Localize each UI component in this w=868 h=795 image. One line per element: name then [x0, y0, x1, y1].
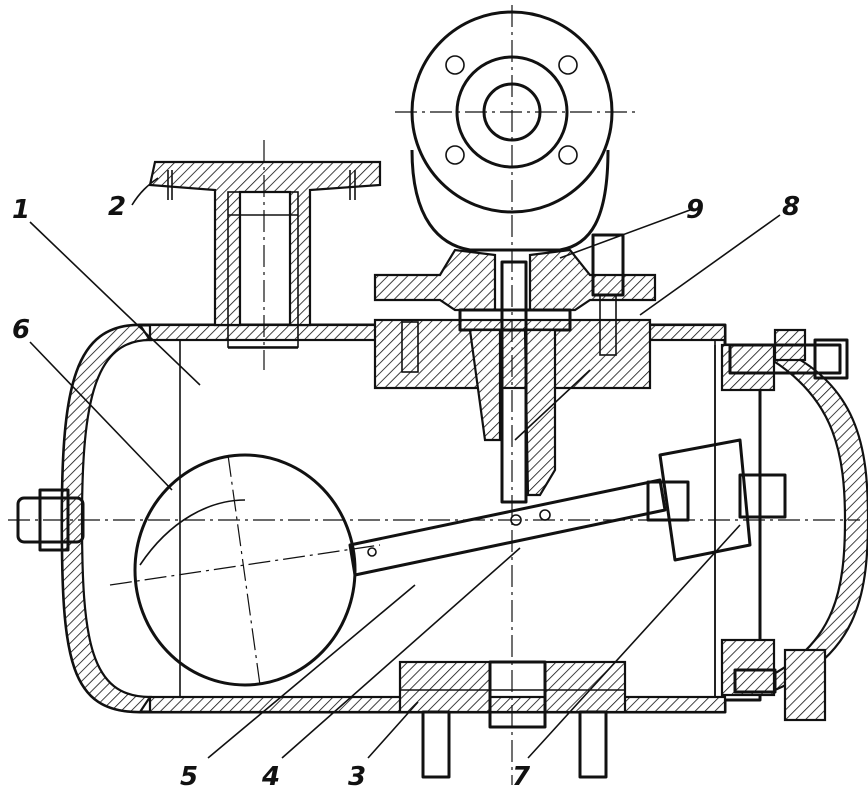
callout-labels: 1 2 3 4 5 6 7 8 9 — [12, 192, 800, 792]
leader-lines — [29, 177, 781, 759]
callout-1: 1 — [12, 195, 30, 225]
callout-4: 4 — [261, 762, 280, 792]
callout-8: 8 — [782, 192, 800, 222]
right-end-cover — [720, 328, 868, 722]
callout-2: 2 — [108, 192, 126, 222]
bottom-outlet — [398, 660, 627, 779]
callout-3: 3 — [348, 762, 366, 792]
valve-housing — [373, 10, 657, 504]
callout-7: 7 — [512, 762, 531, 792]
float-assembly — [133, 438, 787, 687]
callout-6: 6 — [12, 315, 30, 345]
inlet-nozzle — [148, 160, 382, 349]
centre-lines — [8, 5, 860, 785]
callout-9: 9 — [686, 195, 704, 225]
callout-5: 5 — [180, 762, 198, 792]
